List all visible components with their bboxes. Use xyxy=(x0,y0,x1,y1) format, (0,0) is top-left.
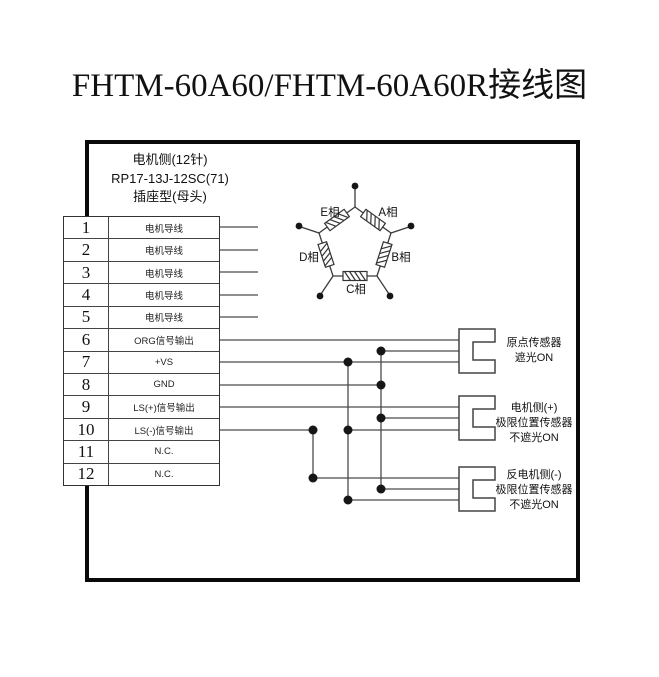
motor-terminal-lead xyxy=(300,226,320,234)
motor-terminal-dot xyxy=(295,222,303,230)
sensor-label-line: 电机侧(+) xyxy=(510,402,558,414)
junction-dot xyxy=(343,425,353,435)
phase-label-b: B相 xyxy=(391,252,411,264)
pin-label: +VS xyxy=(154,356,174,368)
origin-sensor-icon xyxy=(458,328,496,374)
winding-coil-b-phase xyxy=(375,240,393,269)
junction-dot xyxy=(376,346,386,356)
motor-terminal-dot xyxy=(316,292,324,300)
junction-dot xyxy=(343,495,353,505)
table-row: 5 电机导线 xyxy=(64,305,219,329)
motor-terminal-lead xyxy=(320,275,334,295)
table-row: 2 电机导线 xyxy=(64,238,219,261)
sensor-label-line: 不遮光ON xyxy=(509,432,559,444)
pin-label: 电机导线 xyxy=(144,268,183,280)
pin-table: 1 电机导线 2 电机导线 3 电机导线 4 电机导线 5 电机导线 6 ORG… xyxy=(63,216,220,486)
pin-label: N.C. xyxy=(154,446,174,458)
pin-label: 电机导线 xyxy=(144,246,183,258)
pin-number: 4 xyxy=(64,284,109,306)
pin-number: 9 xyxy=(64,396,109,418)
table-row: 9 LS(+)信号输出 xyxy=(64,395,219,418)
table-row: 7 +VS xyxy=(64,350,219,373)
sensor-symbols xyxy=(458,328,496,512)
connector-model: RP17-13J-12SC(71) xyxy=(111,170,229,186)
motor-terminal-dot xyxy=(351,182,359,190)
junction-dot xyxy=(376,380,386,390)
plus-limit-sensor-label: 电机侧(+) 极限位置传感器 不遮光ON xyxy=(478,401,590,446)
sensor-label-line: 反电机侧(-) xyxy=(506,469,562,481)
pin-number: 12 xyxy=(64,463,109,486)
origin-sensor-label: 原点传感器 遮光ON xyxy=(478,336,590,366)
minus-limit-sensor-label: 反电机侧(-) 极限位置传感器 不遮光ON xyxy=(478,468,590,513)
sensor-label-line: 不遮光ON xyxy=(509,499,559,511)
table-row: 12 N.C. xyxy=(64,462,219,486)
pin-label: 电机导线 xyxy=(144,313,183,325)
table-row: 8 GND xyxy=(64,372,219,396)
winding-coil-a-phase xyxy=(359,208,387,232)
motor-terminal-dots xyxy=(295,182,415,300)
connector-type: 插座型(母头) xyxy=(133,189,207,204)
junction-dot xyxy=(308,425,318,435)
phase-label-e: E相 xyxy=(320,207,340,219)
connector-side: 电机侧(12针) xyxy=(132,152,208,167)
junction-dots xyxy=(308,346,386,505)
table-row: 1 电机导线 xyxy=(64,217,219,239)
pin-label: LS(+)信号输出 xyxy=(133,403,195,415)
pin-number: 2 xyxy=(64,239,109,261)
pin-number: 3 xyxy=(64,261,109,284)
sensor-label-line: 原点传感器 xyxy=(506,337,562,349)
pin-label: LS(-)信号输出 xyxy=(134,425,194,437)
pin-number: 5 xyxy=(64,306,109,329)
table-row: 10 LS(-)信号输出 xyxy=(64,417,219,441)
pin-number: 11 xyxy=(64,441,109,463)
pin-number: 1 xyxy=(64,217,109,239)
junction-dot xyxy=(308,473,318,483)
motor-terminal-dot xyxy=(407,222,415,230)
junction-dot xyxy=(343,357,353,367)
winding-coil-d-phase xyxy=(317,240,335,269)
sensor-label-line: 极限位置传感器 xyxy=(495,484,573,496)
phase-label-c: C相 xyxy=(346,284,366,296)
motor-terminal-lead xyxy=(376,275,390,295)
winding-coil-c-phase xyxy=(342,270,368,282)
table-row: 6 ORG信号输出 xyxy=(64,328,219,351)
winding-coil-e-phase xyxy=(323,208,351,232)
sensor-label-line: 遮光ON xyxy=(514,352,554,364)
pin-number: 6 xyxy=(64,329,109,351)
table-row: 3 电机导线 xyxy=(64,260,219,284)
pin-number: 10 xyxy=(64,418,109,441)
pin-label: ORG信号输出 xyxy=(134,335,194,347)
connector-header: 电机侧(12针) RP17-13J-12SC(71) 插座型(母头) xyxy=(95,151,245,207)
pin-label: GND xyxy=(153,379,175,391)
pin-label: N.C. xyxy=(154,468,174,480)
table-row: 4 电机导线 xyxy=(64,283,219,306)
junction-dot xyxy=(376,413,386,423)
phase-label-a: A相 xyxy=(378,207,398,219)
page-title: FHTM-60A60/FHTM-60A60R接线图 xyxy=(71,68,588,104)
pin-label: 电机导线 xyxy=(144,223,183,235)
wires xyxy=(220,226,459,501)
motor-terminal-lead xyxy=(390,226,410,234)
pin-number: 8 xyxy=(64,373,109,396)
phase-label-d: D相 xyxy=(299,252,319,264)
motor-terminal-dot xyxy=(386,292,394,300)
pin-label: 电机导线 xyxy=(144,290,183,302)
sensor-label-line: 极限位置传感器 xyxy=(495,417,573,429)
plus-limit-sensor-icon xyxy=(458,395,496,441)
pin-number: 7 xyxy=(64,351,109,373)
junction-dot xyxy=(376,484,386,494)
minus-limit-sensor-icon xyxy=(458,466,496,512)
table-row: 11 N.C. xyxy=(64,440,219,463)
